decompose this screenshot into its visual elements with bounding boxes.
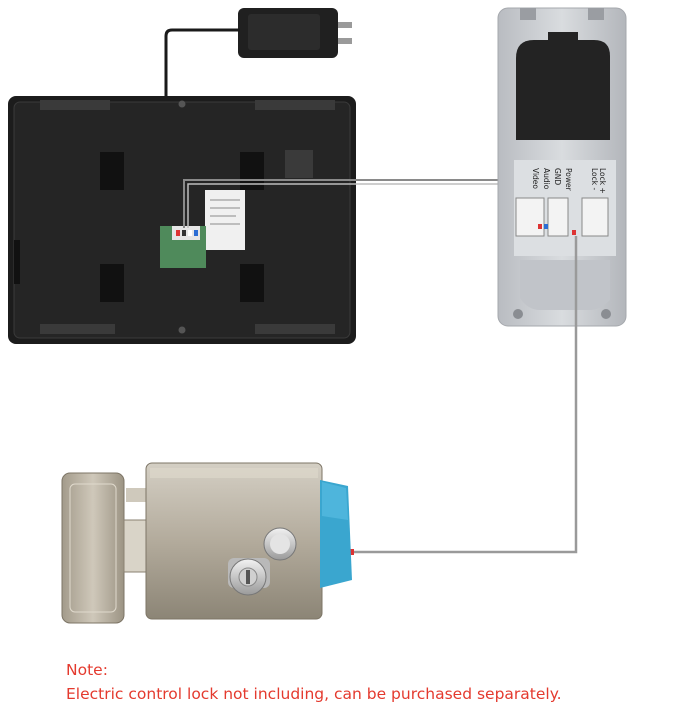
- outdoor-unit: Lock + Lock - Power GND Audio Video: [497, 7, 627, 327]
- note-title: Note:: [66, 661, 108, 679]
- terminal-label-power: Power: [564, 168, 573, 192]
- lock-cable: [352, 236, 578, 554]
- terminal-label-audio: Audio: [542, 168, 551, 190]
- power-adapter: [238, 8, 352, 58]
- terminal-label-video: Video: [531, 168, 540, 189]
- note: Note: Electric control lock not includin…: [66, 658, 676, 706]
- terminal-label-gnd: GND: [553, 168, 562, 185]
- terminal-label-lock-plus: Lock +: [598, 168, 607, 194]
- power-cable: [164, 28, 240, 230]
- indoor-monitor: [8, 96, 356, 344]
- terminal-label-lock-minus: Lock -: [590, 168, 599, 190]
- electric-lock: [61, 462, 352, 624]
- note-text: Electric control lock not including, can…: [66, 685, 562, 703]
